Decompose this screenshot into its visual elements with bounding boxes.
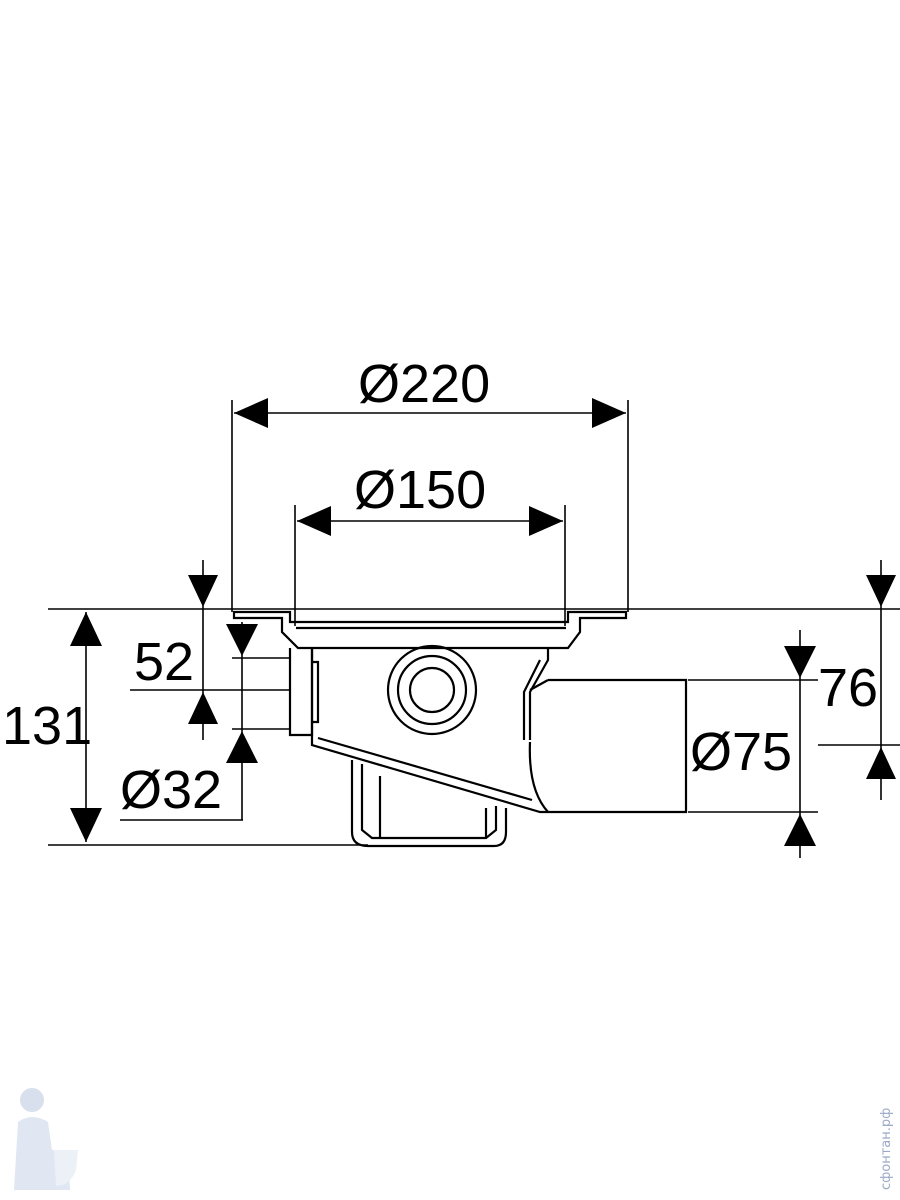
label-outlet-height: 76 bbox=[818, 658, 878, 718]
label-side-inlet: Ø32 bbox=[120, 760, 222, 820]
dimension-line-52 bbox=[188, 560, 218, 740]
drain-body bbox=[232, 610, 688, 848]
label-total-height: 131 bbox=[2, 696, 92, 756]
dimension-line-76 bbox=[866, 560, 896, 800]
dimension-line-131 bbox=[70, 612, 102, 842]
dimension-line-220 bbox=[234, 398, 626, 428]
label-inner-diameter: Ø150 bbox=[354, 460, 486, 520]
label-top-diameter: Ø220 bbox=[358, 354, 490, 414]
extension-lines bbox=[48, 400, 900, 846]
dimension-line-150 bbox=[297, 506, 563, 536]
label-side-height: 52 bbox=[134, 632, 194, 692]
plumber-mascot-icon bbox=[14, 1088, 78, 1190]
dimension-line-75 bbox=[784, 630, 816, 858]
watermark-text: сфонтан.рф bbox=[879, 1108, 894, 1190]
dimension-line-32 bbox=[226, 622, 258, 820]
label-outlet-diameter: Ø75 bbox=[690, 722, 792, 782]
